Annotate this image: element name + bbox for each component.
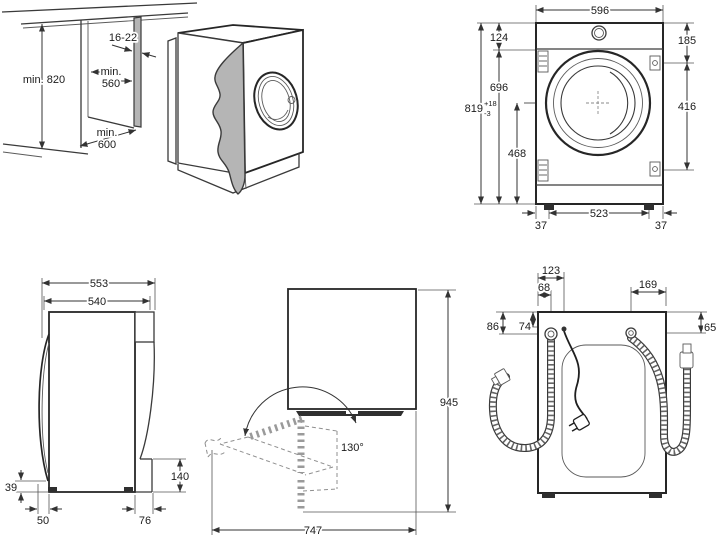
dim-tol-plus: +18 xyxy=(484,99,497,108)
power-cord xyxy=(561,326,590,432)
dim-min-height: min. 820 xyxy=(23,74,65,86)
front-view-drawing: 596 124 696 819 +18 -3 185 416 468 523 3… xyxy=(463,3,698,234)
foot-right xyxy=(644,204,654,210)
dim-foot-left: 37 xyxy=(535,220,547,232)
furniture-panel-shape xyxy=(212,41,246,195)
foot-left xyxy=(544,204,554,210)
dim-tol-minus: -3 xyxy=(484,109,491,118)
mounting-brackets xyxy=(649,55,661,177)
door-front xyxy=(544,49,652,157)
rear-view-drawing: 123 68 169 86 74 65 xyxy=(485,263,718,498)
niche-drawing: min. 820 16-22 min. 560 min. 600 xyxy=(1,2,198,158)
dim-feet-spacing: 523 xyxy=(590,208,608,220)
dim-max-depth: 553 xyxy=(90,278,108,290)
dim-width: 596 xyxy=(591,5,609,17)
drain-hose xyxy=(488,327,558,452)
dim-door-axis: 468 xyxy=(508,148,526,160)
dim-cord-offset-y: 74 xyxy=(519,321,531,333)
dim-opening-angle: 130° xyxy=(341,442,364,454)
dim-drain-offset-x: 68 xyxy=(538,282,550,294)
dim-panel-thickness: 16-22 xyxy=(109,32,137,44)
dim-min-width-prefix: min. xyxy=(101,66,122,78)
inlet-hose xyxy=(625,327,694,456)
dim-rear-recess: 140 xyxy=(171,471,189,483)
dim-open-depth: 747 xyxy=(304,525,322,537)
dim-min-depth-prefix: min. xyxy=(97,127,118,139)
dim-cord-offset-x: 123 xyxy=(542,265,560,277)
dim-min-width-value: 560 xyxy=(102,78,120,90)
dim-overall-height: 819 xyxy=(465,103,483,115)
dim-body-depth: 540 xyxy=(88,296,106,308)
dim-drain-offset-y: 86 xyxy=(487,321,499,333)
machine-3d xyxy=(167,24,304,195)
filler-cap xyxy=(591,25,607,41)
dim-top-bracket: 185 xyxy=(678,35,696,47)
side-view-drawing: 553 540 39 50 76 140 xyxy=(3,276,191,529)
dim-rear-protrusion: 76 xyxy=(139,515,151,527)
dim-front-clearance: 39 xyxy=(5,482,17,494)
dim-bracket-spacing: 416 xyxy=(678,101,696,113)
door-swing-drawing: 945 747 130° xyxy=(204,288,460,539)
dim-inlet-offset-y: 65 xyxy=(704,322,716,334)
dim-inlet-offset-x: 169 xyxy=(639,279,657,291)
dim-min-depth-value: 600 xyxy=(98,139,116,151)
dim-open-height: 945 xyxy=(440,397,458,409)
dim-door-protrusion: 50 xyxy=(37,515,49,527)
dim-top-section: 124 xyxy=(490,32,508,44)
hinge-plates xyxy=(537,50,549,182)
dim-lower-section: 696 xyxy=(490,82,508,94)
dim-foot-right: 37 xyxy=(655,220,667,232)
